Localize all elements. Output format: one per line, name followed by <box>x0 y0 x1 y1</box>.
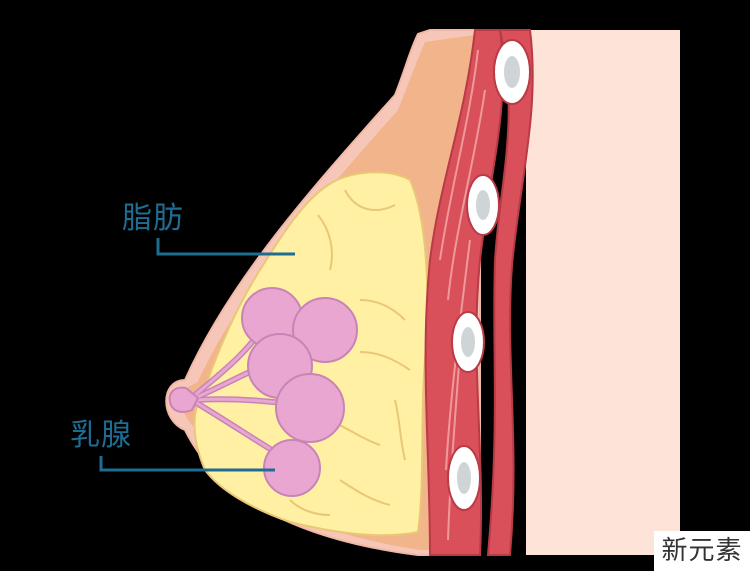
watermark: 新元素 <box>654 531 750 571</box>
mammary-gland-label: 乳腺 <box>70 418 132 453</box>
fat-leader-line <box>156 238 295 256</box>
leader-lines <box>99 238 295 472</box>
mammary-gland-lobules <box>241 287 358 497</box>
rib-cores <box>457 56 520 494</box>
fat-label: 脂肪 <box>122 201 184 236</box>
gland-leader-line <box>99 456 275 472</box>
nipple <box>168 386 200 413</box>
intercostal-muscle <box>486 29 534 556</box>
chest-wall <box>526 30 680 555</box>
muscle-fibers <box>439 49 486 541</box>
